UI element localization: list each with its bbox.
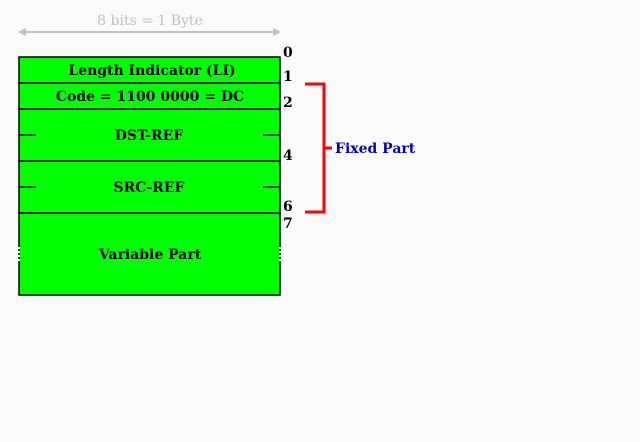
offset-label-1: 1 (283, 69, 293, 85)
field-code (18, 82, 281, 110)
byte-width-arrow-right-head (273, 28, 281, 36)
offset-label-0: 0 (283, 45, 293, 61)
offset-label-7: 7 (283, 216, 293, 232)
byte-width-arrow-left-head (18, 28, 26, 36)
field-dst-ref-label: DST-REF (115, 128, 183, 144)
field-code-label: Code = 1100 0000 = DC (56, 89, 244, 105)
offset-label-6: 6 (283, 199, 293, 215)
field-length-indicator-label: Length Indicator (LI) (68, 63, 235, 79)
byte-width-arrow (18, 28, 281, 36)
fixed-part-label: Fixed Part (335, 141, 416, 157)
offset-label-2: 2 (283, 95, 293, 111)
byte-width-label: 8 bits = 1 Byte (97, 13, 203, 29)
fixed-part-bracket (305, 82, 332, 214)
field-src-ref-label: SRC-REF (114, 180, 185, 196)
field-variable-part (18, 212, 281, 296)
fixed-part-bracket-line (305, 82, 326, 214)
offset-label-4: 4 (283, 148, 293, 164)
field-variable-part-label: Variable Part (98, 247, 202, 263)
